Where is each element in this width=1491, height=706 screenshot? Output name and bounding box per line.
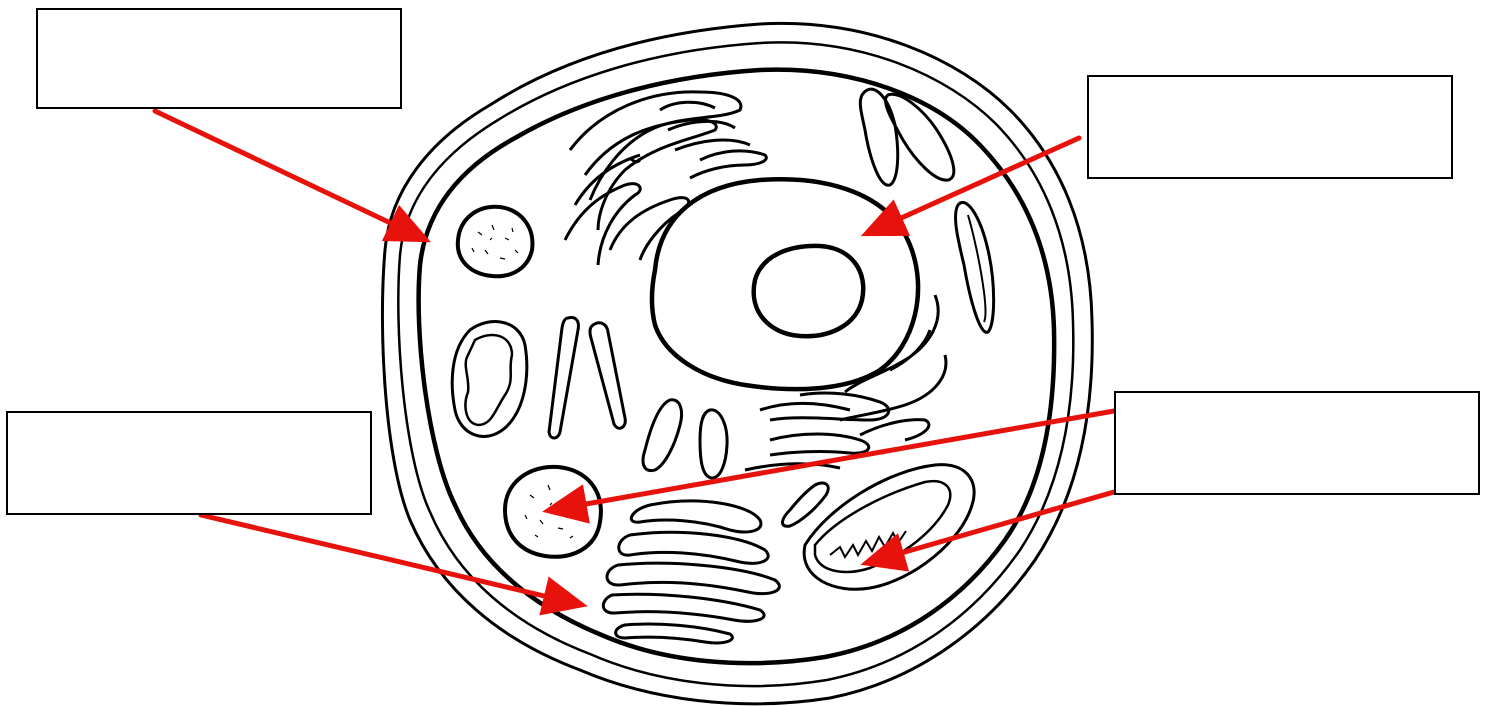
mitochondrion-left xyxy=(452,322,527,437)
arrow-bottom-left xyxy=(201,515,578,604)
label-box-organelles[interactable] xyxy=(1114,391,1480,495)
nucleus xyxy=(652,179,918,389)
label-box-cytoplasm[interactable] xyxy=(6,411,372,515)
mitochondrion-right xyxy=(804,465,974,590)
arrow-top-left xyxy=(155,111,422,238)
lysosome-top xyxy=(458,207,533,276)
label-box-cell-membrane[interactable] xyxy=(36,8,402,109)
endoplasmic-reticulum-top xyxy=(565,92,766,265)
vesicle-top-right xyxy=(860,89,897,185)
label-box-nucleus[interactable] xyxy=(1087,75,1453,179)
rod-structures xyxy=(549,318,828,527)
golgi-apparatus xyxy=(603,501,779,643)
arrow-top-right xyxy=(870,138,1079,232)
cell-membrane xyxy=(419,70,1055,663)
vesicle-right-elongated xyxy=(956,202,994,332)
nucleolus xyxy=(754,246,864,336)
arrow-bottom-right-to-mitochondrion xyxy=(870,492,1114,562)
